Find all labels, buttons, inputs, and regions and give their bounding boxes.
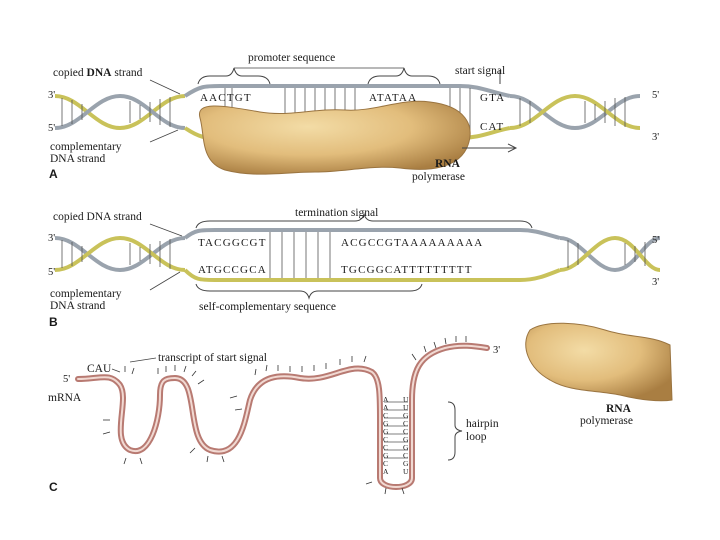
panel-b-end-3-left: 3' [48,233,55,244]
hairpin-right-bases: U U G C C G G C G U [403,395,409,476]
hairpin-right-base: U [403,403,409,412]
hairpin-right-base: G [403,435,409,444]
panel-c-rna-label: RNA [606,403,632,415]
panel-a-seq-aactgt: AACTGT [200,92,252,104]
hairpin-left-base: A [383,467,389,476]
hairpin-left-base: G [383,419,389,428]
hairpin-right-base: U [403,395,409,404]
termination-signal-label: termination signal [295,207,378,219]
panel-a-end-5-left: 5' [48,123,55,134]
hairpin-left-base: C [383,459,388,468]
panel-a-copied-strand-label: copied DNA strand [53,67,143,79]
panel-c-letter: C [49,480,58,494]
panel-a-rna-polymerase-shape [199,100,471,175]
promoter-brace-2 [367,67,441,85]
hairpin-left-base: C [383,435,388,444]
mrna-base-ticks [102,336,467,495]
panel-c-polymerase-label: polymerase [580,415,633,427]
panel-a-rna-label: RNA [435,158,461,170]
hairpin-left-bases: A A C G G C C G C A [383,395,389,476]
hairpin-left-base: A [383,395,389,404]
hairpin-brace [447,401,463,461]
panel-b-left-helix [54,235,186,273]
panel-a-polymerase-label: polymerase [412,171,465,183]
panel-b-right-helix [559,235,661,273]
panel-a-left-helix [54,93,186,131]
mrna-end-5: 5' [63,374,70,385]
promoter-sequence-label: promoter sequence [248,52,335,64]
panel-a: AACTGT ATATAA GTA CAT promoter sequence … [48,52,659,183]
mrna-end-3: 3' [493,345,500,356]
hairpin-right-base: G [403,443,409,452]
hairpin-right-base: U [403,467,409,476]
promoter-brace-1 [197,67,271,85]
panel-b-end-5-right: 5' [652,235,659,246]
panel-a-end-5-right: 5' [652,90,659,101]
hairpin-left-base: C [383,443,388,452]
hairpin-right-base: C [403,427,408,436]
panel-a-seq-gta: GTA [480,92,505,104]
hairpin-left-base: G [383,451,389,460]
panel-c: A A C G G C C G C A U U G C C G G C G U … [48,322,673,495]
panel-a-end-3-right: 3' [652,132,659,143]
panel-a-seq-atataa: ATATAA [369,92,417,104]
panel-b-copied-strand [183,228,561,240]
panel-b-complementary-strand [183,268,561,282]
panel-a-copied-strand [183,84,511,98]
panel-a-right-helix [509,93,641,131]
hairpin-right-base: G [403,459,409,468]
start-signal-label: start signal [455,65,505,77]
panel-b-complementary-label-1: complementary [50,288,122,300]
panel-b-seq-top-2: ACGCCGTAAAAAAAAA [341,237,483,249]
hairpin-right-base: C [403,419,408,428]
panel-b-seq-top-1: TACGGCGT [198,237,267,249]
hairpin-right-base: G [403,411,409,420]
panel-b-copied-strand-label: copied DNA strand [53,211,142,223]
panel-b-letter: B [49,315,58,329]
loop-label: loop [466,431,487,443]
panel-b-seq-bottom-2: TGCGGCATTTTTTTTT [341,264,473,276]
cau-label: CAU [87,363,112,375]
mrna-strand [75,342,490,490]
panel-b-complementary-label-2: DNA strand [50,300,106,312]
panel-b-end-5-left: 5' [48,267,55,278]
panel-b: TACGGCGT ACGCCGTAAAAAAAAA ATGCCGCA TGCGG… [48,207,661,329]
panel-a-complementary-label-2: DNA strand [50,153,106,165]
transcript-start-label: transcript of start signal [158,352,267,364]
panel-a-complementary-label-1: complementary [50,141,122,153]
self-complementary-brace [195,283,423,300]
hairpin-left-base: G [383,427,389,436]
hairpin-left-base: C [383,411,388,420]
panel-a-end-3-left: 3' [48,90,55,101]
panel-b-seq-bottom-1: ATGCCGCA [198,264,267,276]
hairpin-label: hairpin [466,418,499,430]
self-complementary-label: self-complementary sequence [199,301,336,313]
panel-a-letter: A [49,167,58,181]
hairpin-right-base: C [403,451,408,460]
panel-b-end-3-right: 3' [652,277,659,288]
panel-c-rna-polymerase-shape [525,322,673,402]
termination-brace [195,212,533,229]
panel-a-seq-cat: CAT [480,121,504,133]
hairpin-left-base: A [383,403,389,412]
mrna-label: mRNA [48,392,82,404]
